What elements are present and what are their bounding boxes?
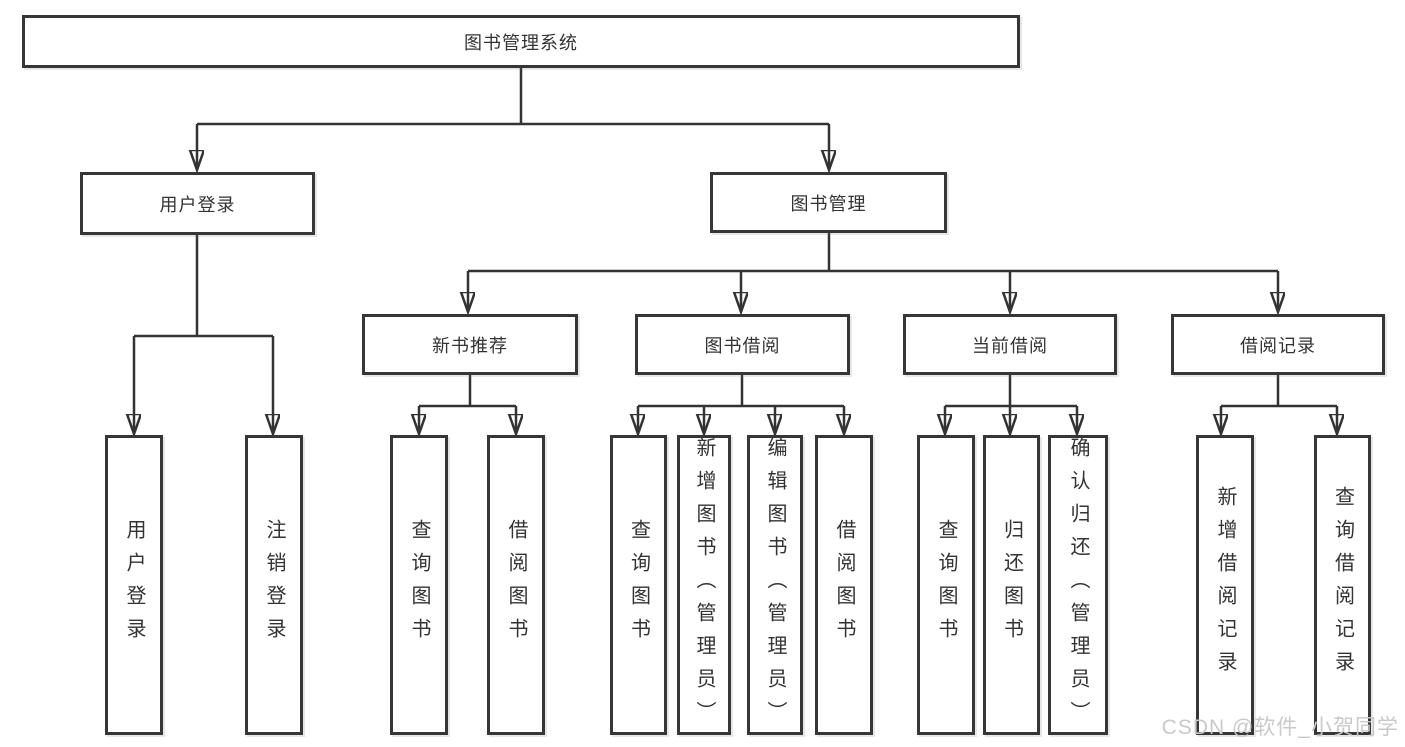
leaf-label: 借阅图书 bbox=[833, 519, 855, 651]
node-new-book-recommendation: 新书推荐 bbox=[362, 314, 578, 375]
leaf-label: 归还图书 bbox=[1000, 519, 1023, 651]
node-label: 用户登录 bbox=[159, 194, 236, 215]
node-label: 借阅记录 bbox=[1240, 335, 1316, 356]
leaf-label: 查询借阅记录 bbox=[1331, 486, 1354, 684]
leaf-label: 新增借阅记录 bbox=[1214, 486, 1236, 684]
leaf-label: 用户登录 bbox=[123, 519, 145, 651]
leaf-borrow-books: 借阅图书 bbox=[815, 435, 873, 735]
node-label: 图书管理 bbox=[790, 193, 867, 214]
leaf-borrow-query-books: 查询图书 bbox=[610, 435, 667, 735]
node-label: 新书推荐 bbox=[432, 335, 508, 356]
node-borrowing-records: 借阅记录 bbox=[1171, 314, 1385, 375]
leaf-confirm-return-admin: 确认归还（管理员） bbox=[1048, 435, 1108, 735]
leaf-label: 查询图书 bbox=[408, 519, 430, 651]
node-book-borrowing: 图书借阅 bbox=[635, 314, 850, 375]
leaf-recommend-borrow-books: 借阅图书 bbox=[487, 435, 545, 735]
leaf-current-query-books: 查询图书 bbox=[917, 435, 975, 735]
leaf-label: 查询图书 bbox=[627, 519, 650, 651]
leaf-add-borrow-record: 新增借阅记录 bbox=[1196, 435, 1254, 735]
leaf-label: 新增图书（管理员） bbox=[693, 436, 715, 734]
leaf-query-borrow-record: 查询借阅记录 bbox=[1314, 435, 1371, 735]
node-book-management: 图书管理 bbox=[710, 172, 947, 233]
leaf-label: 编辑图书（管理员） bbox=[764, 436, 786, 734]
leaf-edit-books-admin: 编辑图书（管理员） bbox=[747, 435, 803, 735]
leaf-label: 查询图书 bbox=[935, 519, 957, 651]
node-label: 图书借阅 bbox=[704, 335, 781, 356]
leaf-label: 确认归还（管理员） bbox=[1067, 436, 1089, 734]
leaf-return-books: 归还图书 bbox=[983, 435, 1040, 735]
node-label: 当前借阅 bbox=[972, 335, 1048, 356]
leaf-logout: 注销登录 bbox=[245, 435, 303, 735]
leaf-user-login: 用户登录 bbox=[105, 435, 163, 735]
node-label: 图书管理系统 bbox=[464, 32, 578, 53]
leaf-label: 注销登录 bbox=[263, 519, 285, 651]
csdn-watermark: CSDN @软件_小贺同学 bbox=[1161, 716, 1399, 739]
node-user-login: 用户登录 bbox=[80, 172, 315, 235]
leaf-add-books-admin: 新增图书（管理员） bbox=[677, 435, 731, 735]
leaf-recommend-query-books: 查询图书 bbox=[390, 435, 448, 735]
node-library-management-system: 图书管理系统 bbox=[22, 15, 1020, 68]
node-current-borrowing: 当前借阅 bbox=[903, 314, 1117, 375]
leaf-label: 借阅图书 bbox=[505, 519, 527, 651]
